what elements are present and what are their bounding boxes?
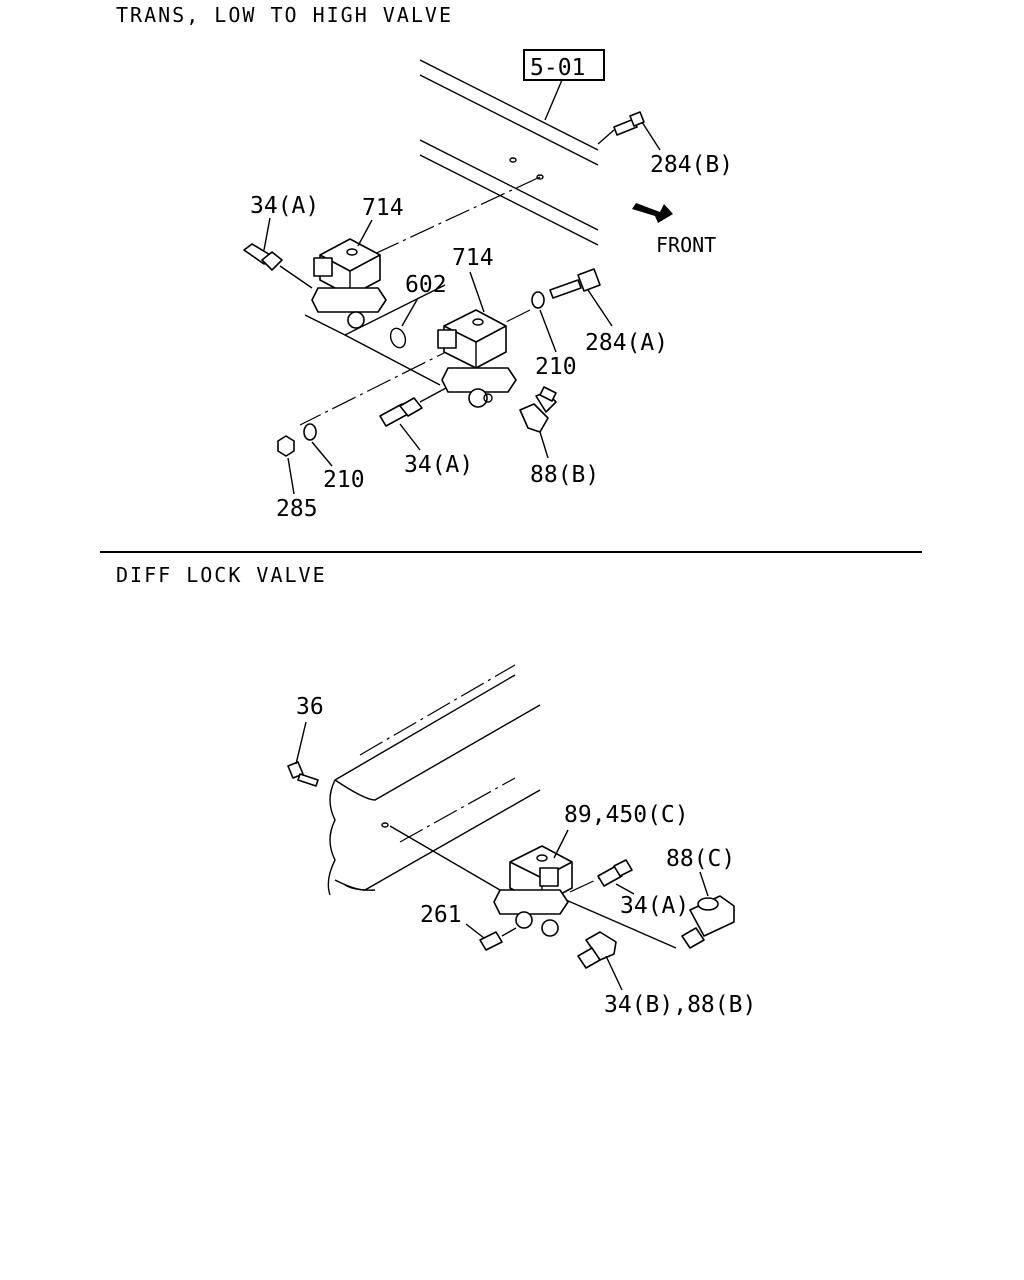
axis-line: [399, 777, 516, 843]
solenoid-valve-714-left: [311, 238, 387, 329]
plug-261: [479, 927, 517, 951]
nut-285: [277, 435, 295, 457]
callout-714-left: 714: [362, 195, 404, 221]
frame-rail-lower: [327, 674, 541, 896]
tee-fitting-88c: [565, 895, 735, 949]
callout-88c: 88(C): [666, 846, 735, 872]
bolt-284b: [597, 111, 661, 151]
callout-34a-lower: 34(A): [404, 452, 473, 478]
section-title-trans-valve: TRANS, LOW TO HIGH VALVE: [116, 3, 453, 27]
callout-210-right: 210: [535, 354, 577, 380]
bolt-36: [287, 761, 319, 787]
reference-box: 5-01: [523, 49, 605, 121]
front-label: FRONT: [656, 233, 716, 257]
callout-602: 602: [405, 272, 447, 298]
elbow-34b-88b: [577, 931, 617, 969]
callout-284a: 284(A): [585, 330, 668, 356]
section-title-diff-lock: DIFF LOCK VALVE: [116, 563, 327, 587]
fitting-34a-diff: [569, 859, 633, 893]
reference-box-label: 5-01: [530, 55, 585, 81]
callout-285: 285: [276, 496, 318, 522]
fitting-34a-upper: [243, 243, 313, 289]
callout-89-450c: 89,450(C): [564, 802, 689, 828]
washer-210-left: [303, 423, 317, 441]
callout-36: 36: [296, 694, 324, 720]
callout-261: 261: [420, 902, 462, 928]
frame-rail-upper: [419, 59, 599, 246]
callout-34a-upper: 34(A): [250, 193, 319, 219]
callout-714-right: 714: [452, 245, 494, 271]
fitting-34a-lower: [379, 387, 447, 427]
front-arrow-icon: [632, 203, 673, 223]
callout-210-left: 210: [323, 467, 365, 493]
washer-210-right: [531, 291, 545, 309]
bolt-284a: [549, 268, 601, 299]
axis-line: [339, 176, 541, 271]
axis-line: [359, 664, 516, 756]
callout-88b: 88(B): [530, 462, 599, 488]
callout-284b: 284(B): [650, 152, 733, 178]
callout-34b-88b: 34(B),88(B): [604, 992, 756, 1018]
callout-34a-diff: 34(A): [620, 893, 689, 919]
solenoid-valve-diff-lock: [493, 845, 573, 937]
solenoid-valve-714-right: [437, 309, 517, 408]
elbow-88b: [519, 386, 557, 433]
o-ring-602: [389, 327, 407, 349]
